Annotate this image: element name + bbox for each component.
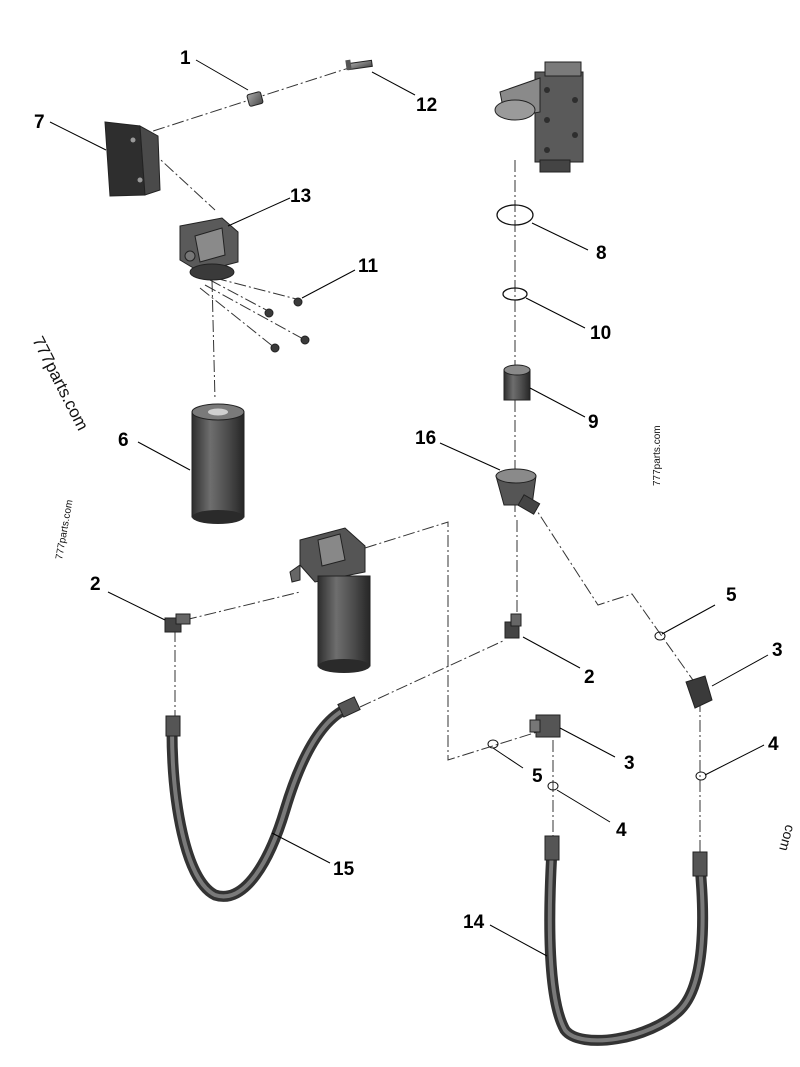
part-13-filter-head	[179, 217, 239, 281]
part-10-o-ring	[502, 287, 528, 301]
callout-5a: 5	[726, 585, 737, 606]
part-6-filter-element	[191, 403, 245, 524]
callout-3a: 3	[772, 640, 783, 661]
part-3-fitting-right	[685, 675, 713, 709]
part-5-ring-center	[487, 739, 499, 749]
part-2-elbow-right	[504, 613, 522, 639]
callout-16: 16	[415, 428, 436, 449]
part-4-ring-center	[547, 781, 559, 791]
callouts: 1 12 7 13 11 6 8 10 9 16 2 2 5 3 3 5 4 4…	[34, 48, 783, 933]
callout-3b: 3	[624, 753, 635, 774]
part-16-bowl	[495, 468, 541, 515]
callout-2a: 2	[90, 574, 101, 595]
part-12-bolt	[345, 59, 373, 71]
callout-7: 7	[34, 112, 45, 133]
callout-4a: 4	[616, 820, 627, 841]
part-8-o-ring	[496, 204, 534, 226]
watermark-right-edge: com	[776, 823, 798, 853]
part-9-adapter	[503, 364, 531, 401]
callout-13: 13	[290, 186, 311, 207]
part-8-head-unit	[494, 61, 584, 173]
watermark-left-small: 777parts.com	[54, 499, 75, 561]
leader-lines	[49, 59, 769, 957]
callout-12: 12	[416, 95, 437, 116]
callout-6: 6	[118, 430, 129, 451]
callout-10: 10	[590, 323, 611, 344]
callout-11: 11	[358, 256, 379, 277]
part-3-fitting-center	[529, 714, 561, 738]
part-2-elbow-left	[164, 613, 191, 633]
callout-2b: 2	[584, 667, 595, 688]
callout-8: 8	[596, 243, 607, 264]
part-7-bracket	[104, 121, 161, 197]
callout-9: 9	[588, 412, 599, 433]
callout-1: 1	[180, 48, 191, 69]
part-11-bolts	[264, 297, 310, 353]
watermark-right-small: 777parts.com	[652, 425, 663, 486]
callout-15: 15	[333, 859, 355, 880]
callout-14: 14	[463, 912, 485, 933]
part-4-ring-right	[695, 771, 707, 781]
callout-4b: 4	[768, 734, 779, 755]
callout-5b: 5	[532, 766, 543, 787]
part-1-spacer	[246, 91, 264, 107]
filter-assembly	[289, 527, 371, 673]
watermark-left-large: 777parts.com	[28, 333, 92, 433]
part-5-ring-right	[654, 631, 666, 641]
watermarks: 777parts.com 777parts.com 777parts.com c…	[28, 333, 798, 853]
part-15-hose	[165, 696, 361, 902]
part-14-hose	[544, 835, 709, 1046]
